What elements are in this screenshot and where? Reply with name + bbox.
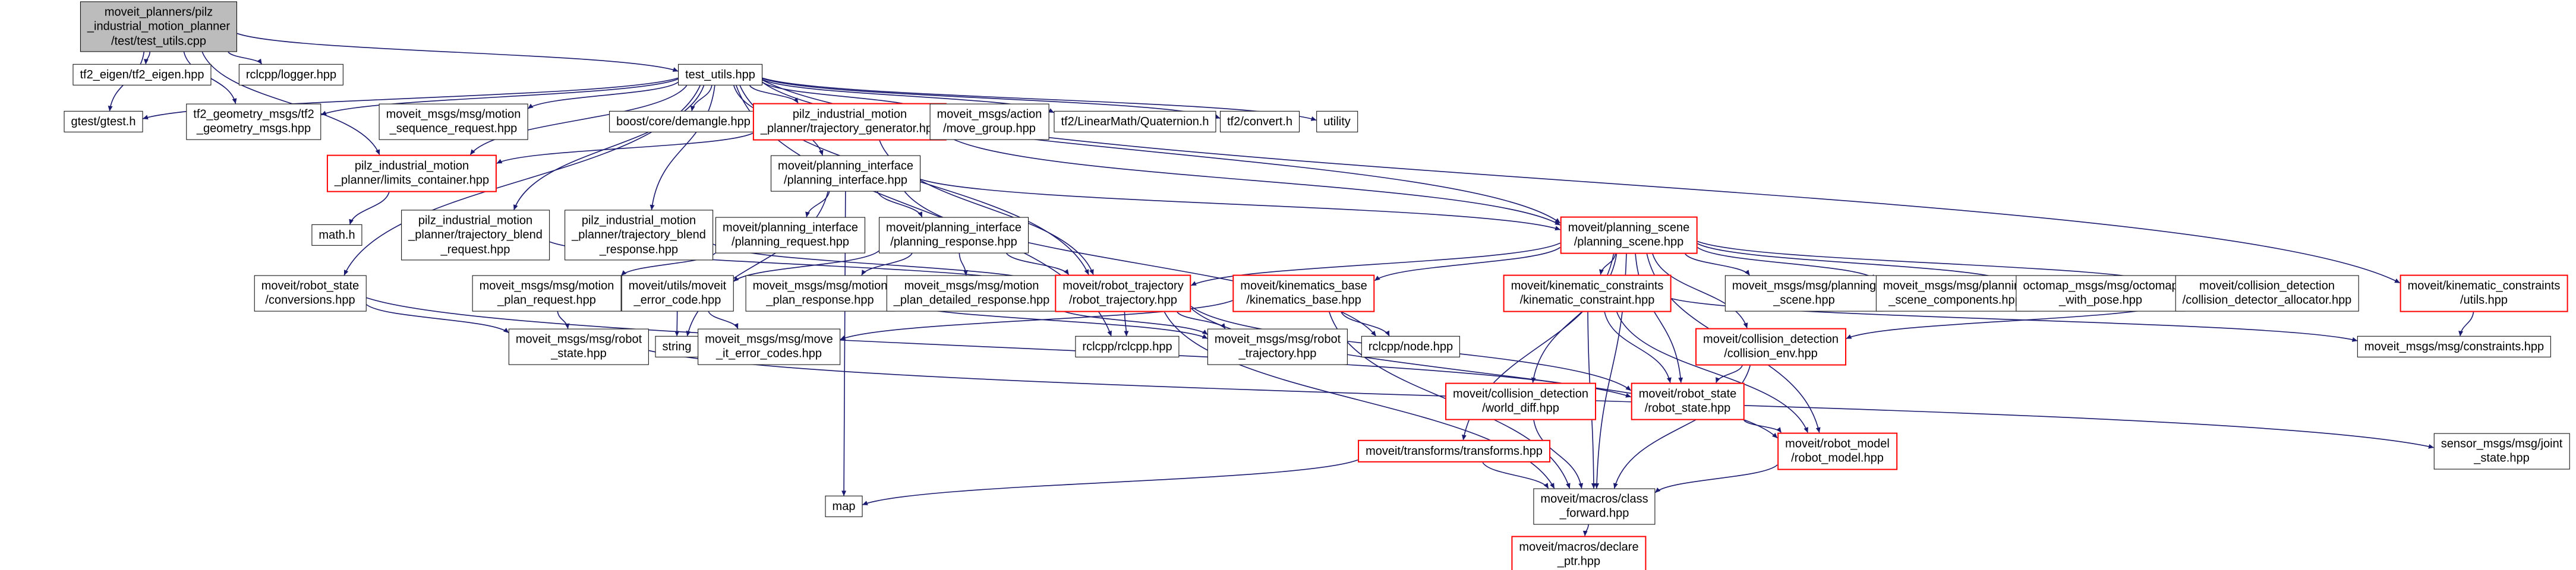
include-edge-n28-n40 [1341,312,1390,337]
graph-node-n10: moveit_msgs/action /move_group.hpp [929,103,1049,140]
graph-node-n15[interactable]: moveit/planning_interface /planning_inte… [771,155,920,192]
include-edge-n15-n21 [920,179,1560,231]
graph-node-n46[interactable]: moveit/robot_model /robot_model.hpp [1777,432,1897,470]
graph-node-n40: rclcpp/node.hpp [1361,335,1461,358]
include-edge-n24-n37 [708,311,739,329]
graph-node-n14[interactable]: pilz_industrial_motion _planner/limits_c… [326,154,497,192]
graph-node-n7: moveit_msgs/msg/motion _sequence_request… [379,103,528,140]
graph-node-n26: moveit_msgs/msg/motion _plan_detailed_re… [886,275,1057,312]
include-edge-n15-n20 [876,191,923,217]
include-edge-n21-n41 [1652,254,1748,328]
graph-node-n35: moveit_msgs/msg/robot _state.hpp [508,328,649,365]
graph-node-n6[interactable]: test_utils.hpp [678,64,762,86]
graph-node-n32: octomap_msgs/msg/octomap _with_pose.hpp [2016,275,2186,312]
include-edge-n49-n50 [1582,524,1590,536]
include-edge-n22-n35 [365,304,509,334]
graph-node-n3: rclcpp/logger.hpp [238,64,344,86]
graph-node-n33[interactable]: moveit/collision_detection /collision_de… [2175,275,2359,312]
graph-node-n19[interactable]: moveit/planning_interface /planning_requ… [715,217,865,254]
graph-node-n18[interactable]: pilz_industrial_motion _planner/trajecto… [565,210,713,261]
include-edge-n20-n25 [861,253,913,276]
include-edge-n6-n14 [469,85,688,155]
graph-node-n48: map [825,495,863,518]
include-edge-n6-n8 [690,85,712,112]
include-edge-n20-n24 [733,250,879,282]
graph-node-n25: moveit_msgs/msg/motion _plan_response.hp… [745,275,895,312]
graph-node-n47: sensor_msgs/msg/joint _state.hpp [2433,433,2570,470]
graph-node-n2: tf2_eigen/tf2_eigen.hpp [72,64,212,86]
graph-node-n29[interactable]: moveit/kinematic_constraints /kinematic_… [1503,274,1672,312]
include-edge-n28-n37 [840,300,1233,340]
graph-node-n45[interactable]: moveit/transforms/transforms.hpp [1358,439,1550,463]
include-edge-n21-n29 [1599,254,1616,275]
include-edge-n27-n39 [1177,311,1226,330]
graph-node-n17[interactable]: pilz_industrial_motion _planner/trajecto… [401,210,550,261]
include-edge-n29-n46 [1616,312,1808,433]
include-edge-n41-n44 [1716,365,1743,383]
graph-node-n39: moveit_msgs/msg/robot _trajectory.hpp [1207,328,1348,365]
graph-node-n30: moveit_msgs/msg/planning _scene.hpp [1724,275,1884,312]
graph-node-n23: moveit_msgs/msg/motion _plan_request.hpp [472,275,622,312]
graph-node-n38: rclcpp/rclcpp.hpp [1075,335,1180,358]
graph-node-n49[interactable]: moveit/macros/class _forward.hpp [1533,488,1656,525]
graph-node-n16: math.h [311,224,362,246]
graph-node-n50[interactable]: moveit/macros/declare _ptr.hpp [1511,536,1647,570]
graph-node-n44[interactable]: moveit/robot_state /robot_state.hpp [1631,382,1745,420]
include-edge-n43-n49 [1533,420,1584,489]
include-edge-n44-n46 [1743,419,1782,433]
graph-node-n13: utility [1316,110,1358,133]
graph-node-n11: tf2/LinearMath/Quaternion.h [1054,110,1216,133]
include-edge-n21-n30 [1685,253,1750,276]
include-edge-n21-n31 [1697,246,1877,280]
include-edge-n1-n14 [201,52,380,155]
graph-node-n43[interactable]: moveit/collision_detection /world_diff.h… [1445,382,1596,420]
graph-node-n20[interactable]: moveit/planning_interface /planning_resp… [879,217,1029,254]
include-edge-n20-n26 [958,253,969,276]
include-edge-n6-n9 [749,85,799,104]
graph-node-n9[interactable]: pilz_industrial_motion _planner/trajecto… [752,103,947,141]
include-edge-n22-n44 [366,297,1631,398]
graph-node-n21[interactable]: moveit/planning_scene /planning_scene.hp… [1560,216,1698,254]
include-edge-n21-n27 [1191,242,1560,286]
include-edge-n1-n6 [237,33,679,72]
include-edge-n6-n12 [762,78,1221,119]
graph-node-n5: tf2_geometry_msgs/tf2 _geometry_msgs.hpp [186,103,321,140]
include-edge-n45-n48 [862,459,1358,505]
include-edge-n6-n5 [321,78,679,116]
include-edge-n6-n7 [528,81,679,109]
graph-node-n36: string [655,335,699,358]
graph-node-n1: moveit_planners/pilz _industrial_motion_… [80,1,238,52]
include-edge-n6-n18 [649,85,715,210]
include-edge-n21-n28 [1374,247,1560,281]
graph-node-n37: moveit_msgs/msg/move _it_error_codes.hpp [698,328,840,365]
graph-node-n22[interactable]: moveit/robot_state /conversions.hpp [254,275,367,312]
graph-node-n31: moveit_msgs/msg/planning _scene_componen… [1875,275,2035,312]
graph-node-n41[interactable]: moveit/collision_detection /collision_en… [1695,328,1846,366]
graph-node-n8: boost/core/demangle.hpp [609,110,758,133]
include-edge-n23-n35 [557,311,570,329]
graph-node-n4: gtest/gtest.h [64,110,143,133]
include-edge-n15-n19 [805,191,830,217]
graph-node-n27[interactable]: moveit/robot_trajectory /robot_trajector… [1055,274,1191,312]
include-edge-n34-n42 [2458,312,2474,337]
include-edge-n1-n3 [228,51,263,65]
graph-node-n12: tf2/convert.h [1219,110,1300,133]
graph-node-n34[interactable]: moveit/kinematic_constraints /utils.hpp [2400,274,2568,312]
include-edge-n9-n14 [496,132,753,164]
include-edge-n6-n17 [513,85,705,210]
include-edge-n14-n16 [349,192,390,225]
include-edge-n26-n39 [1056,308,1208,335]
include-edge-n1-n2 [143,52,151,65]
include-edge-n29-n44 [1604,312,1672,383]
include-edge-n46-n49 [1654,464,1778,493]
include-edge-n20-n27 [1006,252,1070,276]
graph-node-n24[interactable]: moveit/utils/moveit _error_code.hpp [621,275,734,312]
graph-node-n42: moveit_msgs/msg/constraints.hpp [2357,335,2552,358]
graph-node-n28[interactable]: moveit/kinematics_base /kinematics_base.… [1232,274,1375,312]
include-edge-n9-n21 [946,135,1560,226]
include-edge-n45-n49 [1482,462,1549,489]
